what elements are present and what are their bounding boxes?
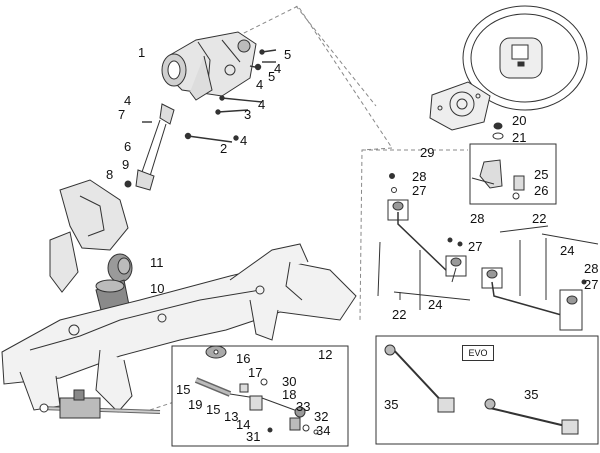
callout-12: 12 <box>318 347 333 362</box>
steering-column-motor <box>161 31 257 101</box>
callout-27: 27 <box>412 183 427 198</box>
callout-28: 28 <box>584 261 599 276</box>
rubber-bushing <box>107 253 133 283</box>
repair-kit-box <box>171 345 349 447</box>
callout-3: 3 <box>244 107 252 122</box>
callout-9: 9 <box>122 157 130 172</box>
callout-2: 2 <box>220 141 228 156</box>
pitman-arm-box <box>389 122 557 205</box>
callout-26: 26 <box>534 183 549 198</box>
callout-28: 28 <box>470 211 485 226</box>
callout-1: 1 <box>138 45 146 60</box>
steering-hub <box>429 81 491 131</box>
callout-35: 35 <box>524 387 539 402</box>
callout-27: 27 <box>584 277 599 292</box>
callout-15: 15 <box>176 382 191 397</box>
evo-label: EVO <box>462 345 494 361</box>
callout-20: 20 <box>512 113 527 128</box>
callout-7: 7 <box>118 107 126 122</box>
subframe <box>1 243 357 413</box>
callout-11: 11 <box>150 255 164 270</box>
callout-22: 22 <box>532 211 547 226</box>
callout-22: 22 <box>392 307 407 322</box>
callout-15: 15 <box>206 402 221 417</box>
callout-32: 32 <box>314 409 329 424</box>
callout-4: 4 <box>274 61 282 76</box>
callout-31: 31 <box>246 429 261 444</box>
bolts <box>142 49 277 143</box>
callout-16: 16 <box>236 351 251 366</box>
callout-19: 19 <box>188 397 203 412</box>
callout-18: 18 <box>282 387 297 402</box>
callout-27: 27 <box>468 239 483 254</box>
callout-14: 14 <box>236 417 251 432</box>
callout-24: 24 <box>560 243 575 258</box>
callout-8: 8 <box>106 167 114 182</box>
front-crossmember <box>49 179 129 293</box>
callout-4: 4 <box>240 133 248 148</box>
callout-25: 25 <box>534 167 549 182</box>
steering-rack <box>39 389 161 419</box>
callout-21: 21 <box>512 130 527 145</box>
callout-13: 13 <box>224 409 239 424</box>
callout-4: 4 <box>258 97 266 112</box>
callout-4: 4 <box>124 93 132 108</box>
callout-4: 4 <box>256 77 264 92</box>
callout-34: 34 <box>316 423 331 438</box>
callout-29: 29 <box>420 145 435 160</box>
callout-33: 33 <box>296 399 311 414</box>
callout-24: 24 <box>428 297 443 312</box>
intermediate-shaft <box>124 103 175 191</box>
callout-35: 35 <box>384 397 399 412</box>
callout-17: 17 <box>248 365 263 380</box>
callout-6: 6 <box>124 139 132 154</box>
steering-wheel <box>462 5 588 111</box>
callout-5: 5 <box>268 69 276 84</box>
tie-rods <box>377 199 599 331</box>
callout-5: 5 <box>284 47 292 62</box>
callout-28: 28 <box>412 169 427 184</box>
callout-30: 30 <box>282 374 297 389</box>
callout-10: 10 <box>150 281 165 296</box>
